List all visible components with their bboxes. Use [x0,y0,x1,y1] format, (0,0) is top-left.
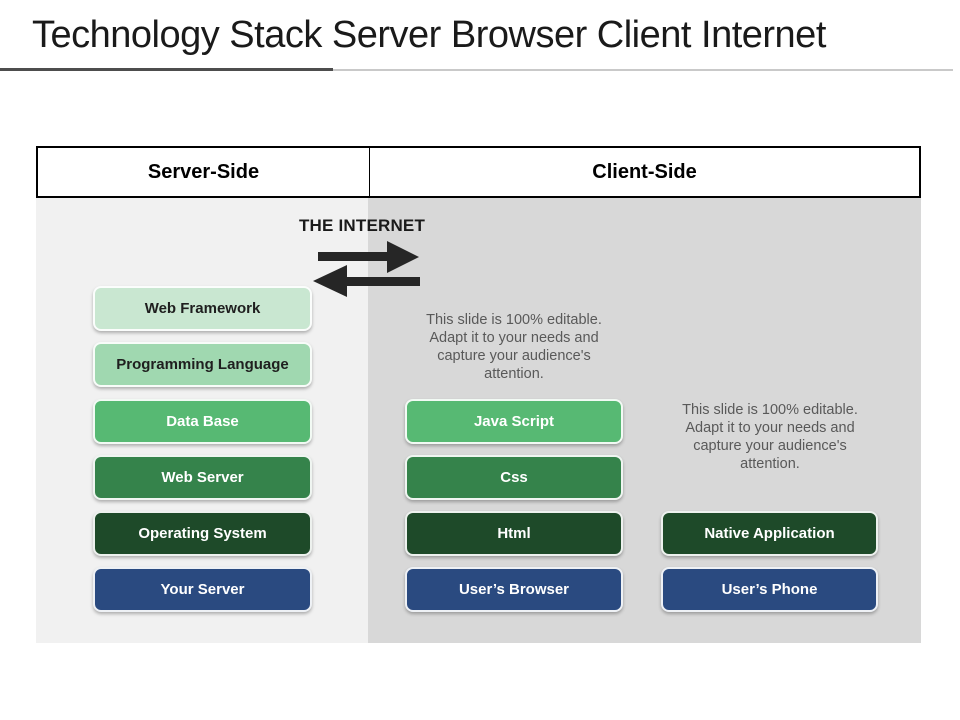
browser-chip-users-browser: User’s Browser [405,567,623,612]
browser-chip-html: Html [405,511,623,556]
server-chip-web-server: Web Server [93,455,312,500]
phone-chip-users-phone: User’s Phone [661,567,878,612]
page-title: Technology Stack Server Browser Client I… [32,14,826,56]
internet-arrows-icon [313,241,420,297]
server-chip-operating-system: Operating System [93,511,312,556]
editable-note-phone: This slide is 100% editable. Adapt it to… [682,402,858,472]
header-cell-server-side: Server-Side [38,148,370,196]
server-chip-programming-language: Programming Language [93,342,312,387]
header-cell-client-side: Client-Side [592,160,697,183]
title-underline-rule [333,69,953,71]
editable-note-client: This slide is 100% editable. Adapt it to… [426,312,602,382]
server-chip-your-server: Your Server [93,567,312,612]
server-chip-web-framework: Web Framework [93,286,312,331]
title-underline-accent [0,68,333,71]
header-row: Server-Side Client-Side [36,146,921,198]
arrow-left-icon [313,265,420,297]
internet-label: THE INTERNET [298,216,426,235]
server-chip-data-base: Data Base [93,399,312,444]
browser-chip-java-script: Java Script [405,399,623,444]
phone-chip-native-application: Native Application [661,511,878,556]
arrow-right-icon [318,241,419,273]
browser-chip-css: Css [405,455,623,500]
